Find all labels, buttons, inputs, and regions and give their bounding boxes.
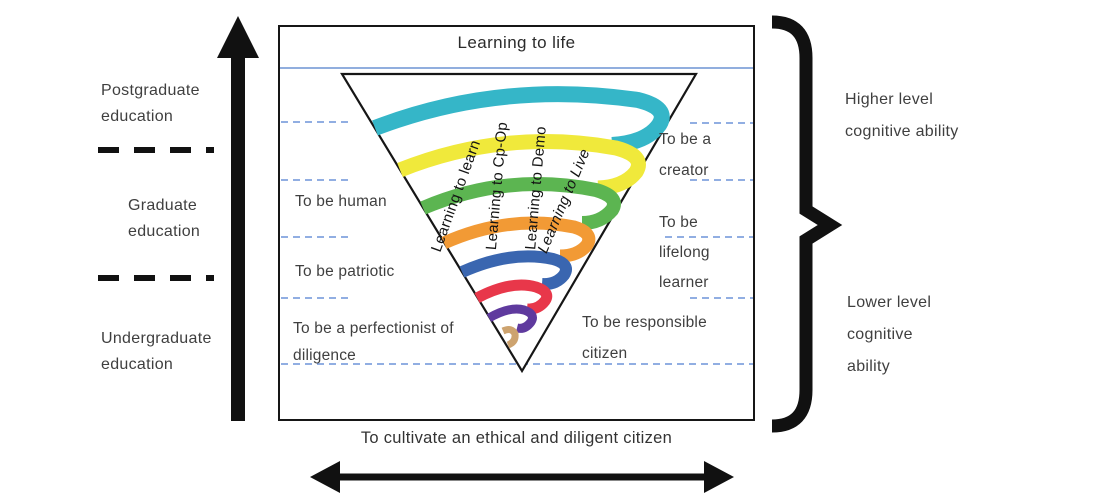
up-arrow-shaft [231, 54, 245, 421]
box-title: Learning to life [457, 33, 576, 52]
goal-to-be-patriotic: To be patriotic [295, 263, 395, 280]
label-postgraduate-education: Postgraduate education [101, 82, 200, 125]
spiral-band-teal [372, 86, 670, 153]
label-graduate-education: Graduate education [128, 197, 201, 240]
label-higher-level-cognitive-ability: Higher level cognitive ability [845, 91, 959, 140]
horizontal-arrow-left-head [310, 461, 340, 493]
spiral-band-purple [486, 304, 537, 333]
goal-lifelong-learner: To be lifelong learner [659, 214, 710, 291]
up-arrow-head [217, 16, 259, 58]
framework-box [278, 25, 755, 421]
right-brace [771, 15, 843, 433]
goal-to-be-a-creator: To be a creator [659, 131, 712, 179]
label-undergraduate-education: Undergraduate education [101, 330, 212, 373]
bottom-caption: To cultivate an ethical and diligent cit… [360, 429, 673, 447]
horizontal-arrow-right-head [704, 461, 734, 493]
spiral-band-orange [441, 216, 596, 263]
label-lower-level-cognitive-ability: Lower level cognitive ability [847, 294, 932, 375]
spiral-band-green [420, 177, 621, 230]
spiral-band-yellow [397, 134, 646, 196]
goal-responsible-citizen: To be responsible citizen [582, 314, 707, 362]
goal-to-be-human: To be human [295, 193, 387, 210]
spiral-band-red [474, 279, 553, 315]
spiral-band-tail [501, 326, 519, 349]
spiral-band-blue [459, 250, 572, 291]
goal-perfectionist-of-diligence: To be a perfectionist of diligence [293, 320, 454, 364]
